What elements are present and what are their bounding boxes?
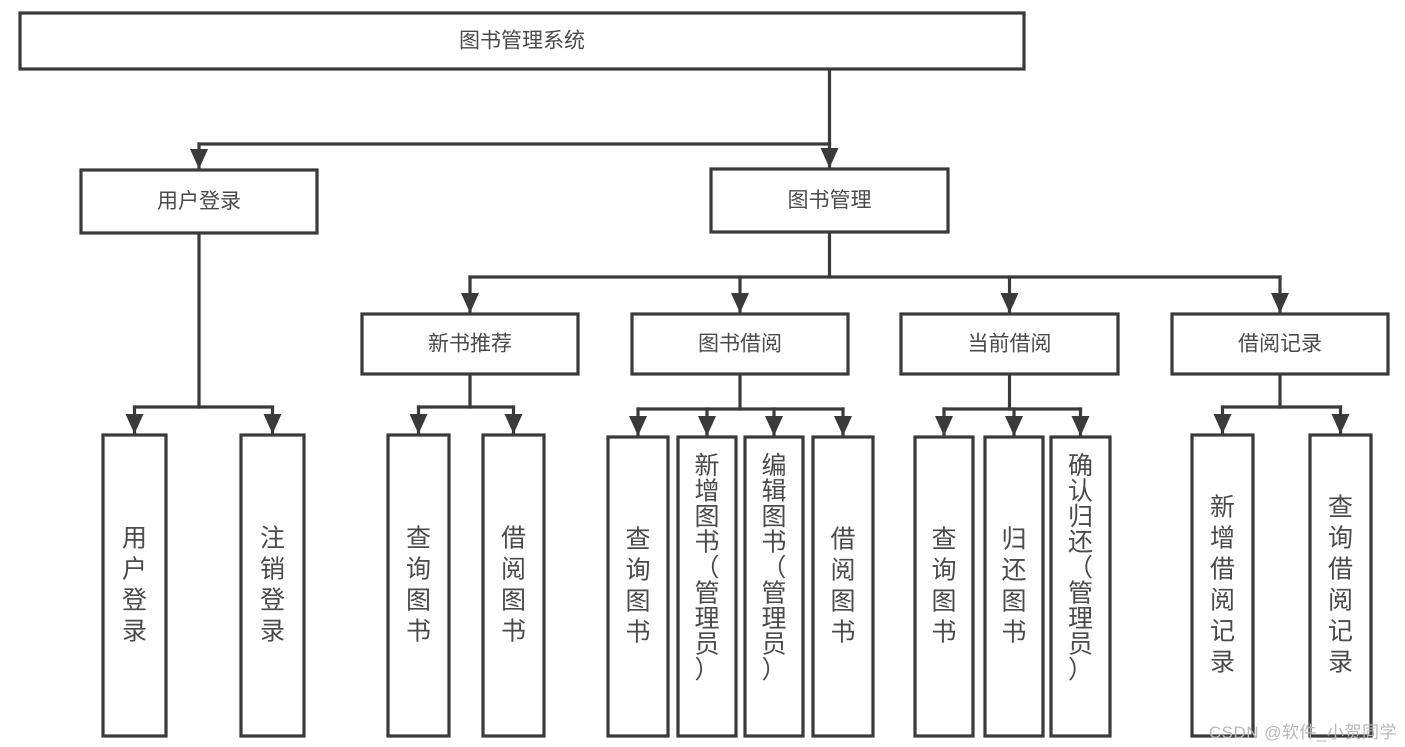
node-label-leaf-edit-book: 编辑图书（管理员）: [761, 452, 786, 684]
arrow-head: [1331, 414, 1350, 434]
node-current-borrow[interactable]: 当前借阅: [899, 312, 1120, 376]
arrow-head: [1213, 414, 1232, 434]
node-label-current-borrow: 当前借阅: [968, 333, 1052, 356]
node-user-login[interactable]: 用户登录: [79, 168, 319, 235]
node-leaf-query-book-3[interactable]: 查询图书: [913, 435, 975, 738]
node-leaf-user-logout[interactable]: 注销登录: [239, 433, 306, 738]
arrow-head: [834, 416, 852, 436]
node-leaf-borrow-book-2[interactable]: 借阅图书: [811, 435, 875, 738]
node-box-leaf-borrow-book-1: [481, 433, 546, 738]
node-leaf-query-book-1[interactable]: 查询图书: [386, 433, 451, 738]
node-box-current-borrow: [899, 312, 1120, 376]
node-label-leaf-borrow-book-2: 借阅图书: [830, 526, 855, 647]
node-box-leaf-user-logout: [239, 433, 306, 738]
node-label-leaf-add-book: 新增图书（管理员）: [694, 452, 719, 684]
node-label-leaf-user-login: 用户登录: [122, 525, 147, 646]
arrow-head: [1071, 416, 1090, 436]
arrow-head: [263, 414, 282, 434]
node-box-leaf-edit-book: [743, 435, 805, 738]
node-box-leaf-borrow-book-2: [811, 435, 875, 738]
arrow-head: [1000, 293, 1019, 313]
node-box-leaf-query-book-3: [913, 435, 975, 738]
node-box-new-book-rec: [360, 312, 580, 376]
node-leaf-return-book[interactable]: 归还图书: [983, 435, 1045, 738]
node-book-manage[interactable]: 图书管理: [709, 167, 950, 234]
node-label-user-login: 用户登录: [157, 190, 241, 213]
node-label-leaf-query-book-3: 查询图书: [931, 526, 956, 647]
node-leaf-borrow-book-1[interactable]: 借阅图书: [481, 433, 546, 738]
arrow-head: [698, 416, 716, 436]
node-box-borrow-record: [1170, 312, 1390, 376]
arrow-head: [935, 416, 953, 436]
node-root[interactable]: 图书管理系统: [18, 11, 1026, 71]
node-box-book-manage: [709, 167, 950, 234]
node-box-book-borrow: [630, 312, 850, 376]
node-box-leaf-add-book: [676, 435, 738, 738]
arrow-head: [765, 416, 783, 436]
node-new-book-rec[interactable]: 新书推荐: [360, 312, 580, 376]
node-label-new-book-rec: 新书推荐: [428, 333, 512, 356]
node-leaf-confirm-return[interactable]: 确认归还（管理员）: [1049, 435, 1112, 738]
arrow-head: [1005, 416, 1023, 436]
node-box-leaf-query-record: [1308, 433, 1373, 738]
node-label-book-manage: 图书管理: [788, 189, 872, 212]
node-leaf-edit-book[interactable]: 编辑图书（管理员）: [743, 435, 805, 738]
node-box-root: [18, 11, 1026, 71]
arrow-head: [409, 414, 428, 434]
node-label-root: 图书管理系统: [459, 30, 585, 53]
node-leaf-user-login[interactable]: 用户登录: [101, 433, 168, 738]
arrow-head: [125, 414, 144, 434]
node-box-leaf-user-login: [101, 433, 168, 738]
node-leaf-add-record[interactable]: 新增借阅记录: [1190, 433, 1255, 738]
node-box-leaf-query-book-2: [606, 435, 670, 738]
node-label-leaf-add-record: 新增借阅记录: [1210, 494, 1235, 677]
connector-group: [125, 67, 1350, 437]
node-box-leaf-return-book: [983, 435, 1045, 738]
node-label-leaf-query-book-1: 查询图书: [406, 525, 431, 646]
node-leaf-add-book[interactable]: 新增图书（管理员）: [676, 435, 738, 738]
node-label-leaf-query-record: 查询借阅记录: [1328, 494, 1353, 677]
node-borrow-record[interactable]: 借阅记录: [1170, 312, 1390, 376]
arrow-head: [190, 149, 208, 169]
node-leaf-query-record[interactable]: 查询借阅记录: [1308, 433, 1373, 738]
node-label-leaf-confirm-return: 确认归还（管理员）: [1068, 452, 1093, 684]
node-group: 图书管理系统用户登录图书管理新书推荐图书借阅当前借阅借阅记录用户登录注销登录查询…: [18, 11, 1390, 738]
node-label-leaf-query-book-2: 查询图书: [625, 526, 650, 647]
arrow-head: [820, 148, 839, 168]
arrow-head: [1271, 293, 1289, 313]
csdn-watermark: CSDN @软件_小贺同学: [1208, 723, 1397, 742]
arrow-head: [731, 293, 749, 313]
node-label-borrow-record: 借阅记录: [1238, 333, 1322, 356]
arrow-head: [504, 414, 523, 434]
node-label-book-borrow: 图书借阅: [698, 333, 782, 356]
arrow-head: [629, 416, 647, 436]
arrow-head: [461, 293, 479, 313]
node-box-leaf-query-book-1: [386, 433, 451, 738]
node-label-leaf-return-book: 归还图书: [1001, 526, 1026, 647]
node-label-leaf-borrow-book-1: 借阅图书: [501, 525, 526, 646]
node-leaf-query-book-2[interactable]: 查询图书: [606, 435, 670, 738]
node-box-leaf-add-record: [1190, 433, 1255, 738]
node-box-leaf-confirm-return: [1049, 435, 1112, 738]
node-box-user-login: [79, 168, 319, 235]
node-label-leaf-user-logout: 注销登录: [260, 525, 285, 646]
node-book-borrow[interactable]: 图书借阅: [630, 312, 850, 376]
